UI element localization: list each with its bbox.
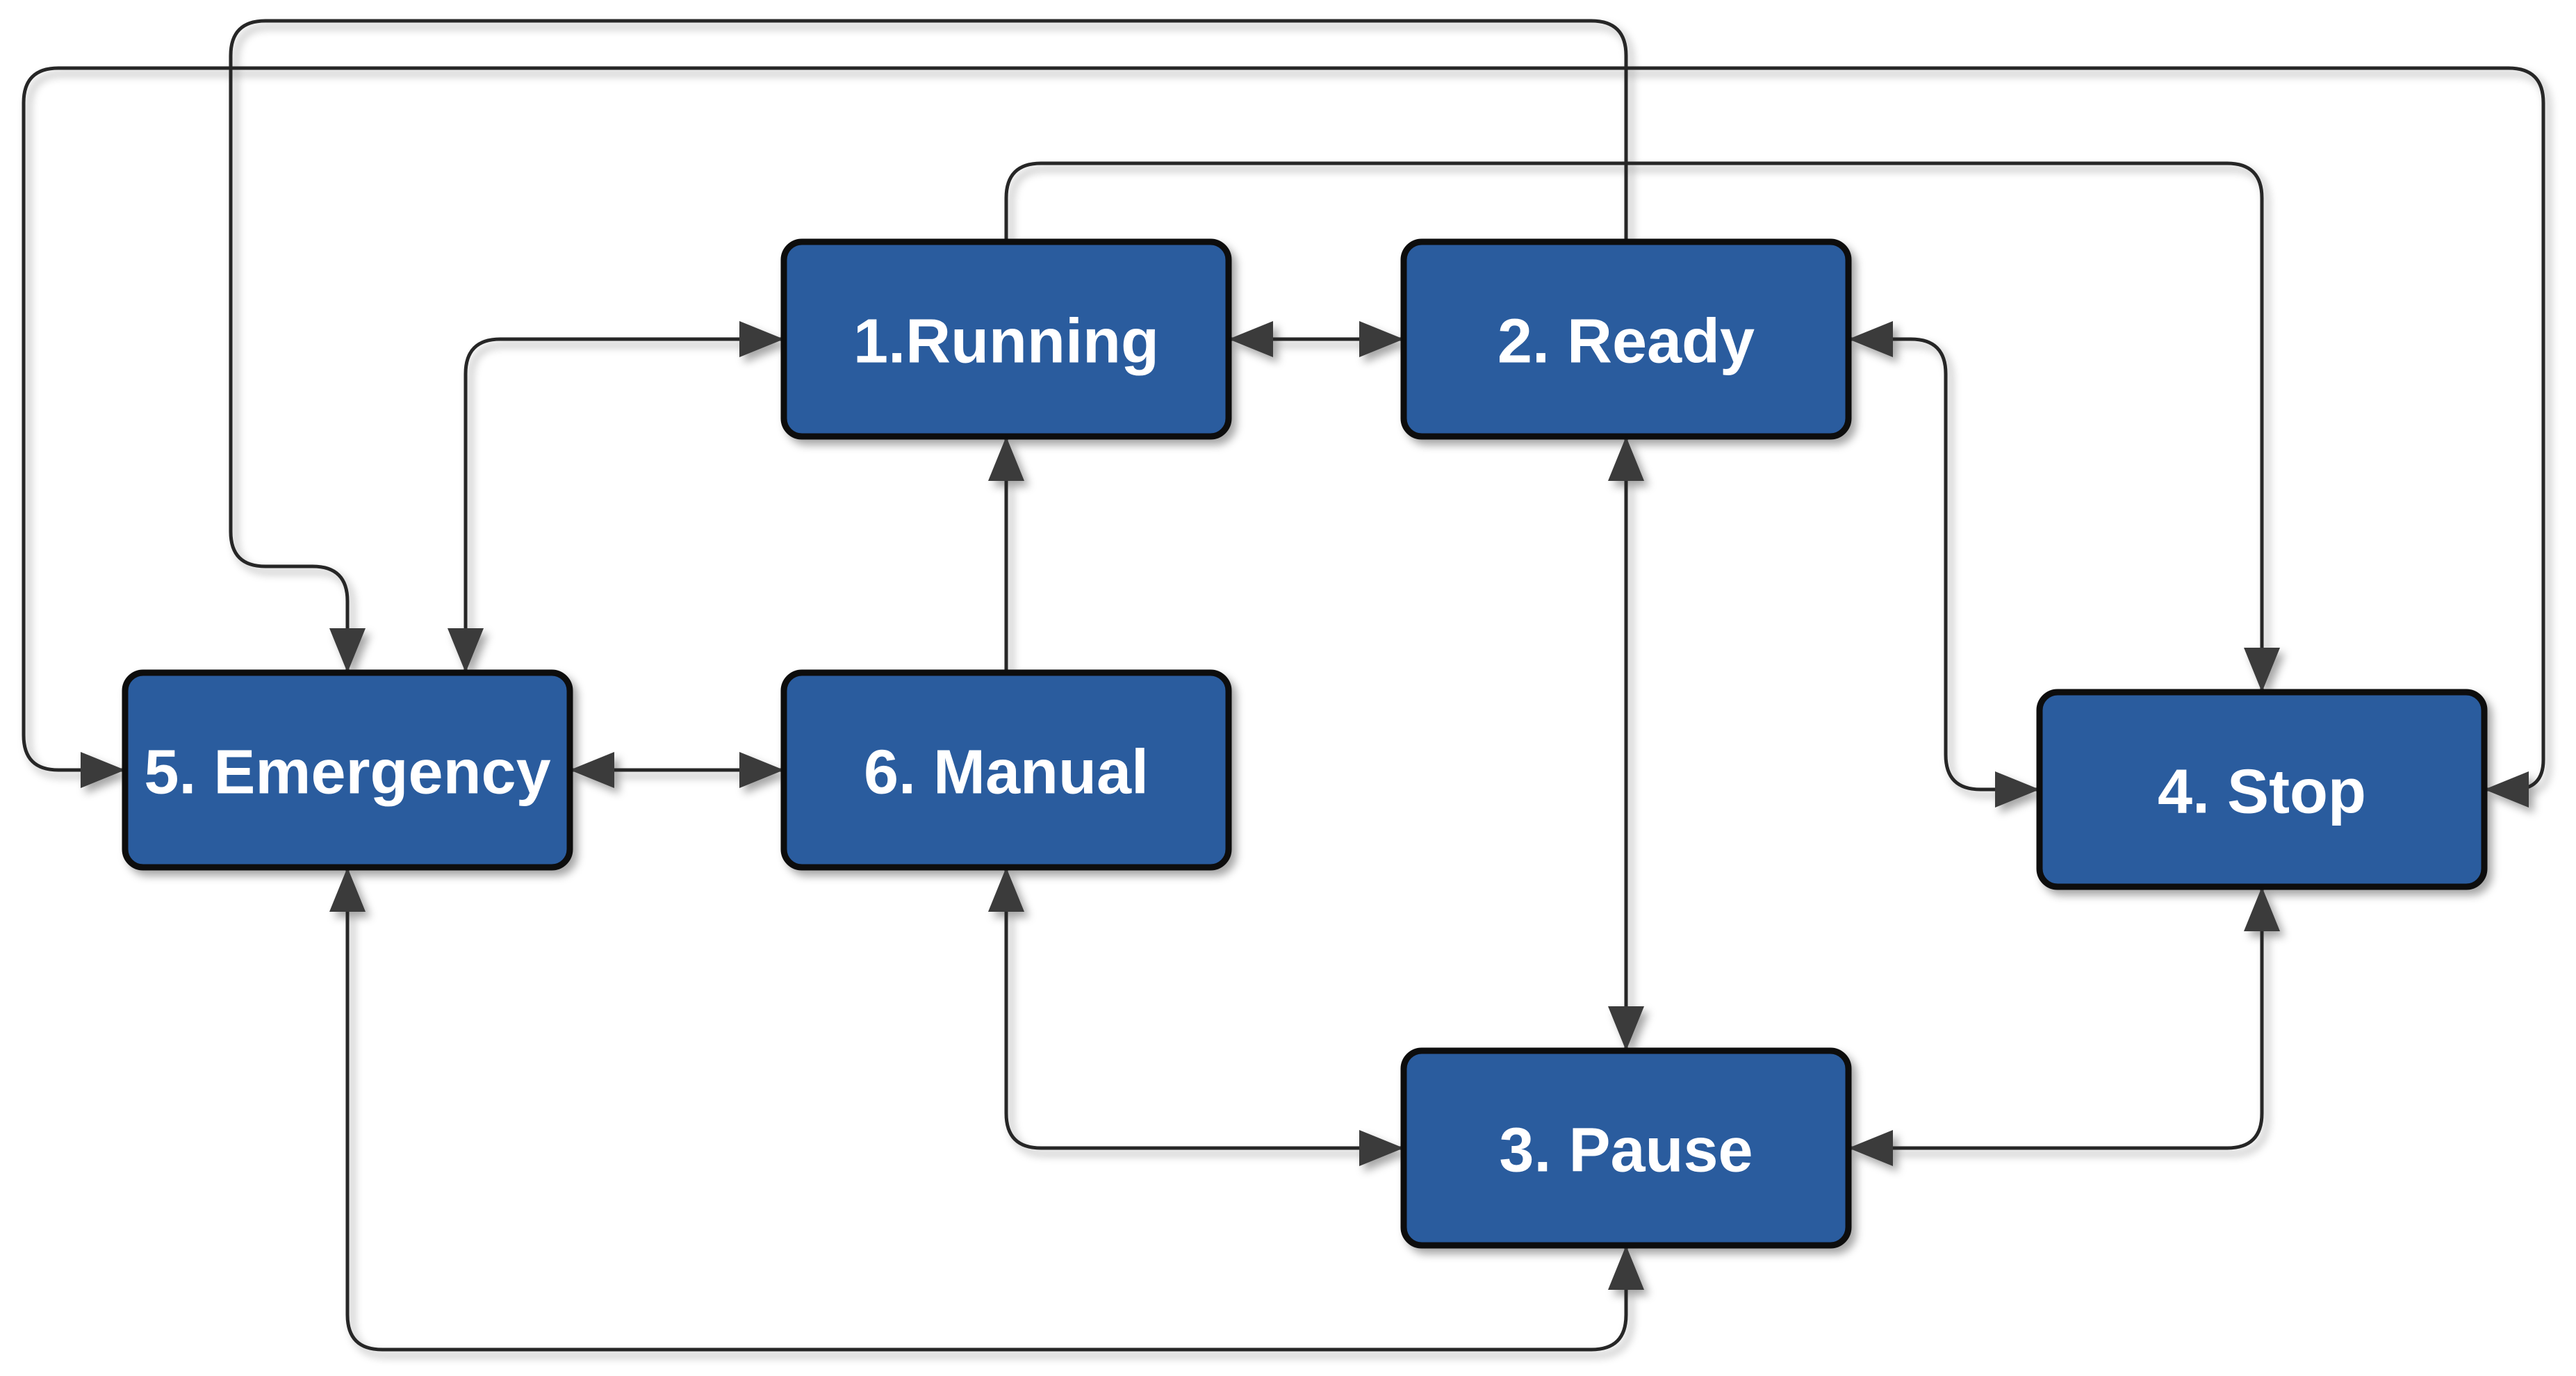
state-node-emergency-box [122,669,573,871]
state-node-running-label: 1.Running [853,307,1159,377]
edge-emergency-stop [22,66,2545,808]
state-node-emergency-label: 5. Emergency [144,738,550,808]
state-node-running-box [780,238,1232,440]
state-node-ready-label: 2. Ready [1498,307,1755,377]
edge-emergency-manual-arrowhead-start [570,752,614,788]
edge-emergency-pause-arrowhead-start [329,867,366,912]
edge-pause-stop-arrowhead-end [2244,887,2280,931]
diagram-root: 1.Running 2. Ready 3. Pause 4. Stop 5. Emerg… [22,19,2545,1352]
state-node-stop: 4. Stop [2036,689,2488,890]
edge-ready-stop-arrowhead-start [1848,321,1893,357]
edge-ready-emergency [229,19,1628,673]
state-node-stop-box [2036,689,2488,890]
edge-ready-emergency-line [229,19,1628,673]
edge-pause-stop-arrowhead-start [1848,1130,1893,1166]
edge-manual-pause-arrowhead-end [1359,1130,1404,1166]
state-node-manual-label: 6. Manual [864,738,1149,808]
state-node-pause-label: 3. Pause [1499,1116,1753,1186]
edge-ready-pause [1608,436,1644,1051]
edge-manual-running-arrowhead-end [988,436,1024,481]
edge-ready-pause-arrowhead-end [1608,1006,1644,1051]
edge-emergency-running-arrowhead-end [739,321,784,357]
state-node-stop-label: 4. Stop [2158,757,2366,827]
state-node-manual-box [780,669,1232,871]
edge-ready-emergency-arrowhead-end [329,628,366,673]
edge-running-stop [1004,161,2280,692]
edge-emergency-stop-arrowhead-start [81,752,125,788]
state-node-emergency: 5. Emergency [122,669,573,871]
edge-pause-stop-line [1848,887,2264,1150]
edge-emergency-pause-arrowhead-end [1608,1245,1644,1290]
state-node-pause-box [1400,1047,1852,1249]
state-node-manual: 6. Manual [780,669,1232,871]
edge-emergency-manual [570,752,784,788]
edge-emergency-manual-arrowhead-end [739,752,784,788]
edge-running-ready-arrowhead-start [1229,321,1273,357]
edge-running-ready-arrowhead-end [1359,321,1404,357]
edge-manual-pause [988,867,1404,1166]
edge-ready-pause-arrowhead-start [1608,436,1644,481]
edge-pause-stop [1848,887,2280,1166]
state-node-ready: 2. Ready [1400,238,1852,440]
edge-ready-stop-arrowhead-end [1995,771,2040,808]
edge-emergency-running [448,321,784,673]
edge-ready-stop-line [1848,337,2040,792]
edge-running-ready [1229,321,1404,357]
edge-running-stop-arrowhead-end [2244,648,2280,692]
edge-emergency-running-line [463,337,784,673]
state-node-running: 1.Running [780,238,1232,440]
edge-emergency-pause [329,867,1644,1352]
edge-manual-pause-line [1004,867,1404,1150]
edge-emergency-running-arrowhead-start [448,628,484,673]
edge-emergency-stop-arrowhead-end [2484,771,2529,808]
edge-emergency-pause-line [345,867,1628,1352]
edge-emergency-stop-line [22,66,2545,792]
state-node-ready-box [1400,238,1852,440]
edge-running-stop-line [1004,161,2264,692]
state-node-pause: 3. Pause [1400,1047,1852,1249]
edge-ready-stop [1848,321,2040,808]
edge-manual-pause-arrowhead-start [988,867,1024,912]
edge-manual-running [988,436,1024,673]
